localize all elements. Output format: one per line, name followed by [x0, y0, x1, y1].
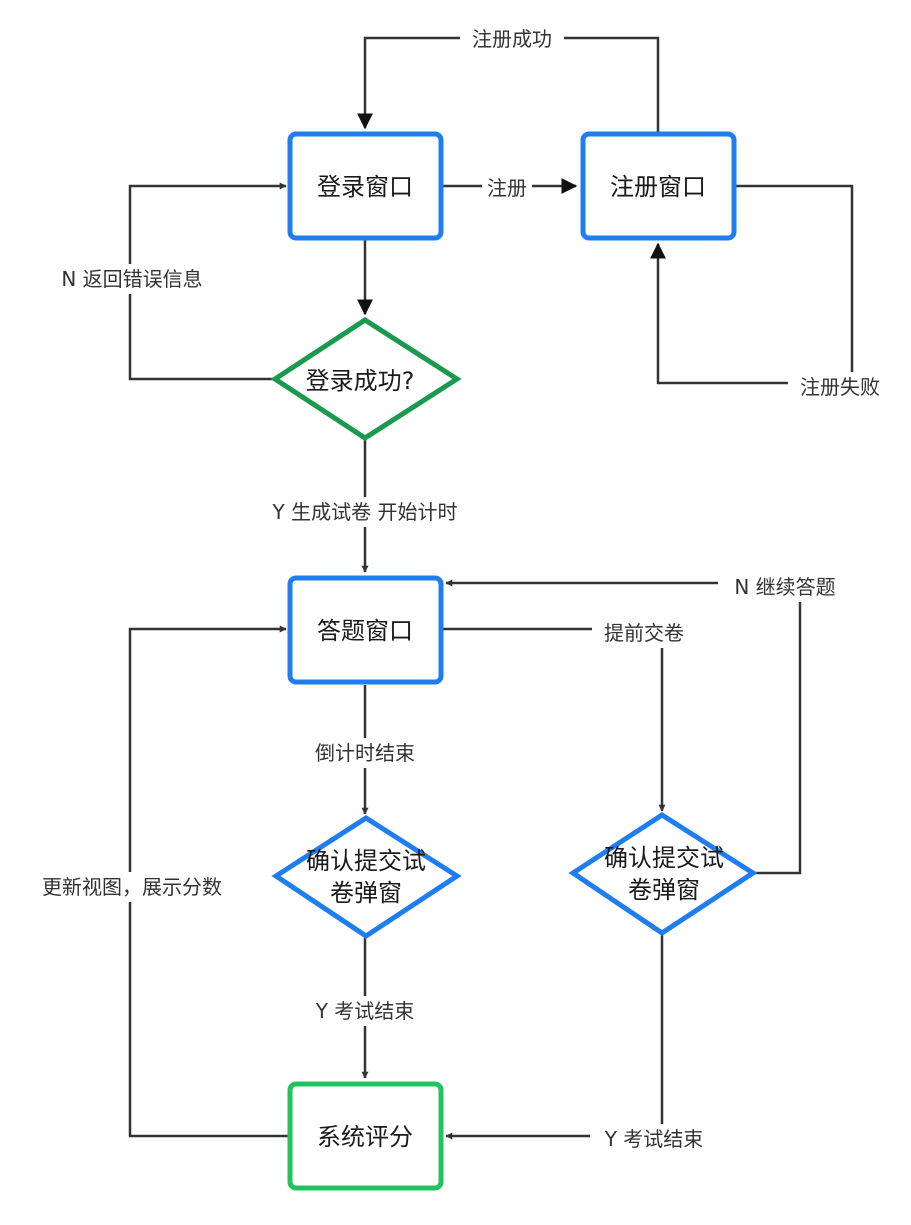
- label-register-success: 注册成功: [472, 27, 552, 51]
- register-window-text: 注册窗口: [610, 173, 706, 201]
- login-window-text: 登录窗口: [317, 173, 413, 201]
- node-system-score: 系统评分: [287, 1081, 444, 1191]
- login-success-text: 登录成功?: [306, 367, 415, 395]
- edge-exam-end-right: [445, 935, 664, 1140]
- confirm-right-line1: 确认提交试: [604, 844, 724, 872]
- label-continue-answer: N 继续答题: [734, 575, 835, 599]
- edge-continue-answer: [445, 579, 802, 875]
- confirm-right-line2: 卷弹窗: [628, 876, 700, 904]
- confirm-left-line1: 确认提交试: [306, 847, 426, 875]
- answer-window-text: 答题窗口: [317, 617, 413, 645]
- node-login-window: 登录窗口: [287, 131, 444, 241]
- label-return-error: N 返回错误信息: [61, 267, 202, 291]
- label-submit-early: 提前交卷: [604, 621, 684, 645]
- confirm-left-line2: 卷弹窗: [330, 879, 402, 907]
- label-generate-paper: Y 生成试卷 开始计时: [272, 500, 458, 524]
- node-confirm-left: 确认提交试 卷弹窗: [271, 815, 462, 939]
- node-login-success-decision: 登录成功?: [270, 317, 462, 441]
- label-register-fail: 注册失败: [800, 375, 880, 399]
- label-exam-end-right: Y 考试结束: [604, 1127, 704, 1151]
- label-countdown-end: 倒计时结束: [315, 741, 415, 765]
- label-update-view: 更新视图，展示分数: [42, 875, 222, 899]
- system-score-text: 系统评分: [317, 1123, 413, 1151]
- label-exam-end-left: Y 考试结束: [315, 999, 415, 1023]
- node-answer-window: 答题窗口: [287, 575, 444, 685]
- node-confirm-right: 确认提交试 卷弹窗: [568, 812, 758, 937]
- edge-submit-early: [442, 627, 666, 812]
- node-register-window: 注册窗口: [580, 131, 737, 241]
- label-register: 注册: [487, 176, 527, 200]
